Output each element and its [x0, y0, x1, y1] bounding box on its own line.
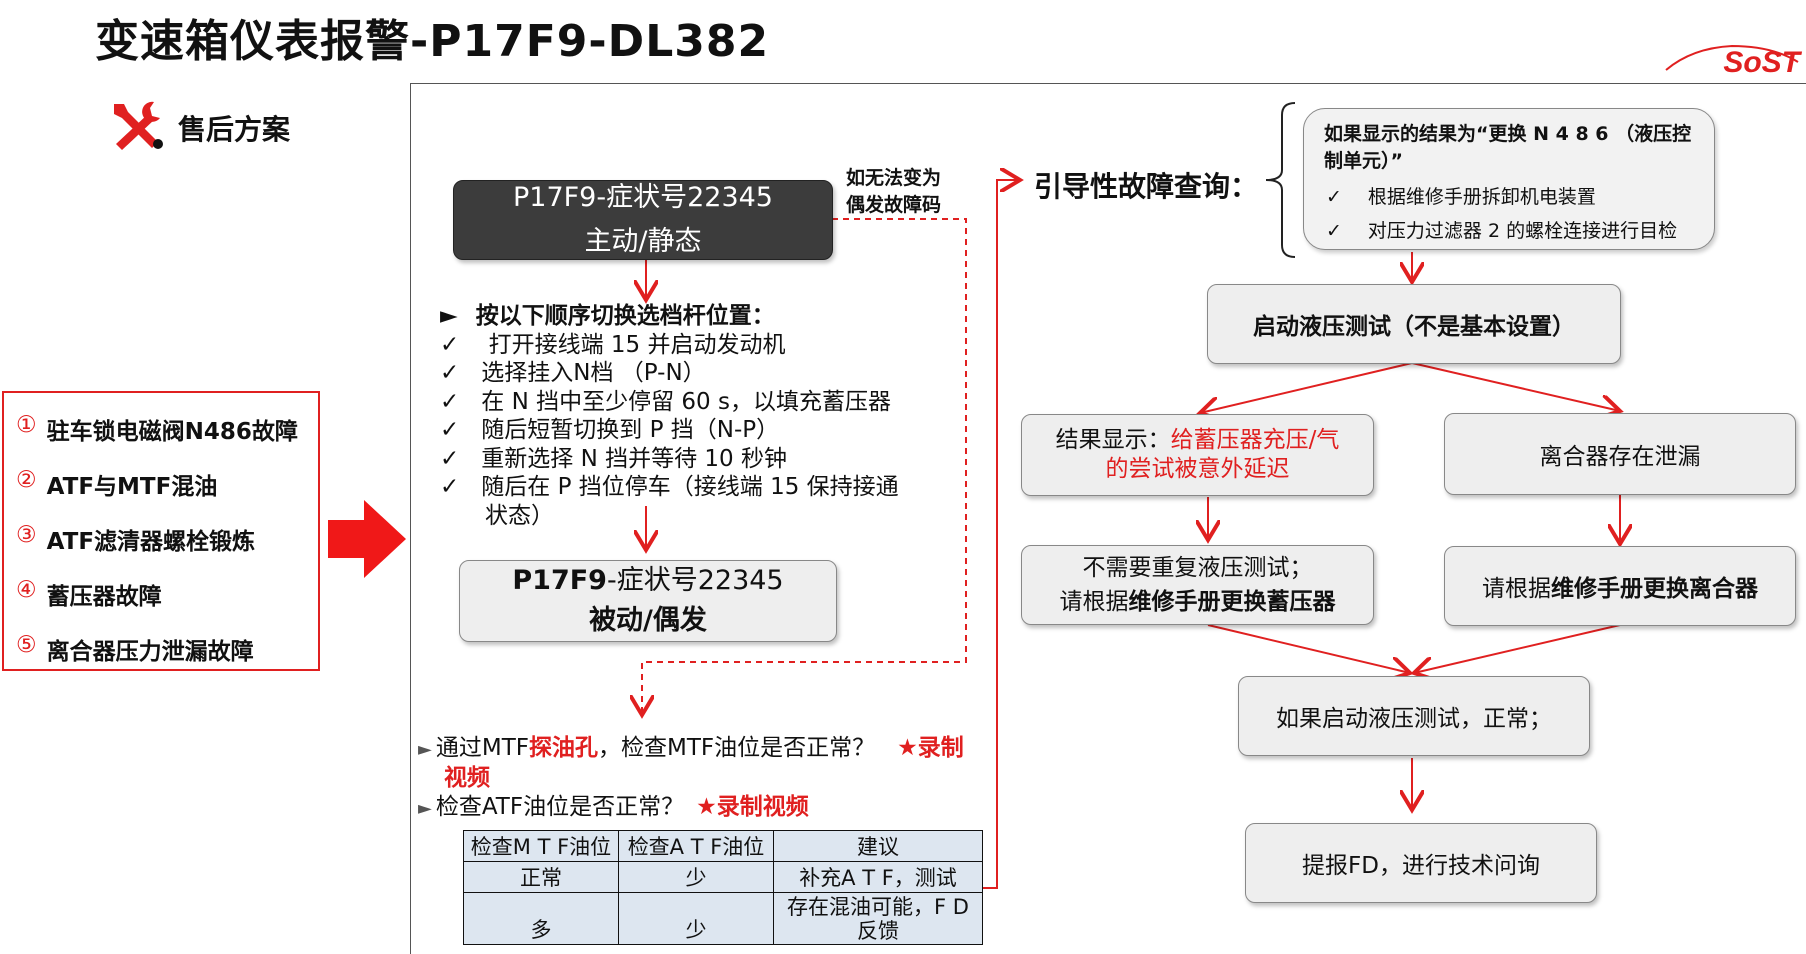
oil-level-checks: ►通过MTF探油孔，检查MTF油位是否正常？★录制 视频 ►检查ATF油位是否正… — [418, 735, 964, 820]
table-header: 建议 — [773, 830, 983, 862]
list-item: ✓对压力过滤器 2 的螺栓连接进行目检 — [1326, 220, 1678, 242]
table-row: 正常 少 补充A T F，测试 — [463, 861, 983, 893]
list-item: ✓在 N 挡中至少停留 60 s，以填充蓄压器 — [440, 388, 891, 415]
sost-logo: SoST — [1662, 40, 1802, 90]
list-item: ✓随后短暂切换到 P 挡（N-P） — [440, 417, 780, 443]
list-item: ✓随后在 P 挡位停车（接线端 15 保持接通 — [440, 474, 899, 500]
shift-steps: ►按以下顺序切换选档杆位置： ✓ 打开接线端 15 并启动发动机 ✓选择挂入N档… — [440, 303, 899, 529]
content-panel — [410, 83, 1806, 954]
list-item: ✓ 打开接线端 15 并启动发动机 — [440, 331, 786, 358]
page-title: 变速箱仪表报警-P17F9-DL382 — [95, 16, 770, 67]
section-label: 售后方案 — [178, 113, 291, 146]
car-outline-icon — [1665, 44, 1799, 71]
table-header: 检查M T F油位 — [463, 830, 619, 862]
list-item: ✓根据维修手册拆卸机电装置 — [1326, 186, 1596, 208]
big-right-arrow-icon — [328, 500, 406, 578]
table-row: 多 少 存在混油可能，F D 反馈 — [463, 892, 983, 945]
replace-clutch-box: 请根据维修手册更换离合器 — [1444, 546, 1796, 626]
steps-heading: 按以下顺序切换选档杆位置： — [475, 303, 775, 329]
oil-level-table: 检查M T F油位 检查A T F油位 建议 正常 少 补充A T F，测试 多… — [463, 830, 983, 945]
start-hydraulic-test-box: 启动液压测试（不是基本设置） — [1207, 284, 1621, 364]
replace-n486-info: 如果显示的结果为“更换 N 4 8 6 （液压控 制单元）” ✓根据维修手册拆卸… — [1303, 108, 1715, 250]
symptom-box-active: P17F9-症状号22345 主动/静态 — [453, 180, 833, 260]
clutch-leak-box: 离合器存在泄漏 — [1444, 413, 1796, 495]
guided-fault-query: 引导性故障查询： — [1034, 170, 1259, 203]
report-fd-box: 提报FD，进行技术问询 — [1245, 823, 1597, 903]
logo-text: SoST — [1723, 46, 1800, 79]
wrench-screwdriver-icon — [114, 101, 163, 150]
result-display-box: 结果显示：给蓄压器充压/气 的尝试被意外延迟 — [1021, 414, 1374, 496]
test-normal-box: 如果启动液压测试，正常； — [1238, 676, 1590, 756]
table-header: 检查A T F油位 — [618, 830, 774, 862]
list-item: ✓选择挂入N档 （P-N） — [440, 360, 706, 386]
list-item: ✓重新选择 N 挡并等待 10 秒钟 — [440, 445, 787, 472]
symptom-box-passive: P17F9-症状号22345 被动/偶发 — [459, 560, 837, 642]
no-repeat-test-box: 不需要重复液压测试； 请根据维修手册更换蓄压器 — [1021, 545, 1374, 625]
sporadic-note: 如无法变为 偶发故障码 — [846, 167, 942, 216]
